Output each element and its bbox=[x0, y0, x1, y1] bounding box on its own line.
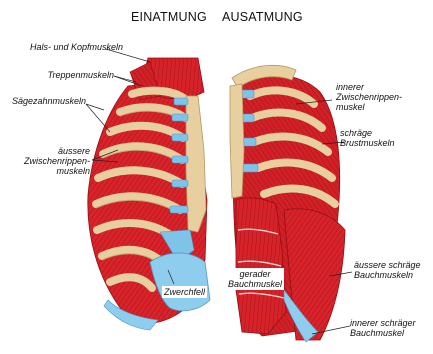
right-sternum bbox=[230, 84, 244, 198]
label-internal-oblique-line2: Bauchmuskel bbox=[350, 328, 416, 338]
label-scalene-muscles: Treppenmuskeln bbox=[38, 70, 114, 80]
label-neck-muscles: Hals- und Kopfmuskeln bbox=[30, 42, 108, 52]
label-rectus-abdominis-line2: Bauchmuskel bbox=[228, 279, 282, 289]
label-oblique-chest-line2: Brustmuskeln bbox=[340, 138, 395, 148]
label-rectus-abdominis-line1: gerader bbox=[228, 269, 282, 279]
label-external-intercostal-line1: äussere bbox=[20, 146, 90, 156]
label-diaphragm: Zwerchfell bbox=[162, 286, 207, 298]
label-external-oblique: äussere schräge Bauchmuskeln bbox=[354, 260, 421, 280]
label-internal-oblique: innerer schräger Bauchmuskel bbox=[350, 318, 416, 338]
label-rectus-abdominis: gerader Bauchmuskel bbox=[226, 268, 284, 290]
label-external-intercostal-line3: muskeln bbox=[20, 166, 90, 176]
label-internal-oblique-line1: innerer schräger bbox=[350, 318, 416, 328]
label-external-intercostal: äussere Zwischenrippen- muskeln bbox=[20, 146, 90, 176]
sternum bbox=[186, 96, 206, 232]
label-internal-intercostal-line1: innerer bbox=[336, 82, 402, 92]
label-internal-intercostal-line2: Zwischenrippen- bbox=[336, 92, 402, 102]
label-external-intercostal-line2: Zwischenrippen- bbox=[20, 156, 90, 166]
label-external-oblique-line2: Bauchmuskeln bbox=[354, 270, 421, 280]
label-external-oblique-line1: äussere schräge bbox=[354, 260, 421, 270]
label-internal-intercostal-line3: muskel bbox=[336, 102, 402, 112]
label-oblique-chest-line1: schräge bbox=[340, 128, 395, 138]
label-internal-intercostal: innerer Zwischenrippen- muskel bbox=[336, 82, 402, 112]
label-oblique-chest: schräge Brustmuskeln bbox=[340, 128, 395, 148]
label-serratus-muscles: Sägezahnmuskeln bbox=[6, 96, 86, 106]
exhale-ribcage bbox=[230, 65, 345, 342]
